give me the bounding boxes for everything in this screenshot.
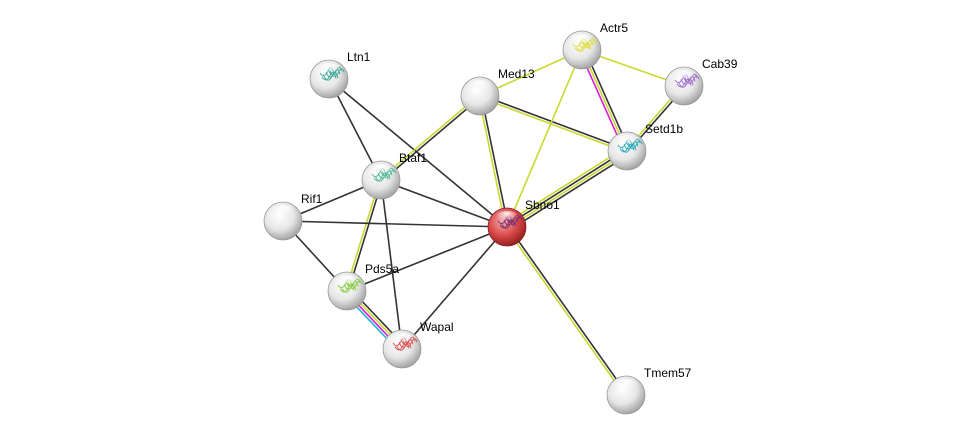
- node-sbno1[interactable]: Sbno1: [487, 198, 560, 247]
- edge-evidence-line: [508, 153, 630, 231]
- node-rif1[interactable]: Rif1: [263, 192, 323, 241]
- node-highlight: [672, 70, 696, 84]
- edge-btaf1-wapal[interactable]: [380, 179, 403, 350]
- edge-med13-setd1b[interactable]: [479, 94, 628, 153]
- node-highlight: [614, 379, 638, 393]
- edge-actr5-sbno1[interactable]: [506, 49, 583, 228]
- edge-evidence-line: [328, 78, 508, 228]
- node-highlight: [495, 211, 519, 225]
- edge-evidence-line: [505, 227, 626, 397]
- edge-evidence-line: [504, 147, 626, 225]
- node-highlight: [468, 80, 492, 94]
- node-label: Btaf1: [399, 151, 427, 165]
- edge-btaf1-sbno1[interactable]: [380, 179, 508, 228]
- edge-evidence-line: [380, 179, 403, 350]
- node-highlight: [390, 333, 414, 347]
- node-label: Wapal: [420, 320, 454, 334]
- node-wapal[interactable]: Wapal: [382, 320, 454, 369]
- edge-rif1-sbno1[interactable]: [282, 220, 508, 228]
- node-label: Setd1b: [645, 122, 683, 136]
- node-btaf1[interactable]: Btaf1: [361, 151, 427, 200]
- node-tmem57[interactable]: Tmem57: [606, 366, 692, 415]
- edge-evidence-line: [379, 94, 480, 180]
- edge-evidence-line: [505, 149, 627, 227]
- node-highlight: [615, 135, 639, 149]
- edge-evidence-line: [480, 94, 628, 151]
- edge-ltn1-sbno1[interactable]: [328, 78, 508, 228]
- node-actr5[interactable]: Actr5: [562, 21, 628, 70]
- node-label: Rif1: [301, 192, 323, 206]
- edge-evidence-line: [507, 151, 629, 229]
- node-label: Ltn1: [347, 50, 371, 64]
- node-label: Sbno1: [525, 198, 560, 212]
- node-setd1b[interactable]: Setd1b: [607, 122, 683, 171]
- edge-sbno1-tmem57[interactable]: [505, 225, 628, 397]
- edge-evidence-line: [479, 96, 627, 153]
- node-highlight: [369, 164, 393, 178]
- edge-evidence-line: [506, 49, 583, 228]
- edge-evidence-line: [346, 226, 508, 292]
- node-med13[interactable]: Med13: [460, 67, 535, 116]
- node-label: Cab39: [702, 57, 738, 71]
- node-highlight: [317, 63, 341, 77]
- edge-wapal-sbno1[interactable]: [401, 226, 508, 350]
- node-label: Actr5: [600, 21, 628, 35]
- edge-evidence-line: [507, 225, 628, 395]
- edge-med13-sbno1[interactable]: [477, 95, 510, 228]
- node-label: Med13: [498, 67, 535, 81]
- edge-evidence-line: [480, 95, 510, 227]
- node-highlight: [271, 205, 295, 219]
- edge-pds5a-sbno1[interactable]: [346, 226, 508, 292]
- node-label: Pds5a: [365, 262, 399, 276]
- edge-med13-btaf1[interactable]: [379, 94, 482, 182]
- edge-setd1b-sbno1[interactable]: [504, 147, 630, 231]
- edge-evidence-line: [380, 179, 508, 228]
- node-label: Tmem57: [644, 366, 692, 380]
- edge-evidence-line: [282, 220, 508, 228]
- node-pds5a[interactable]: Pds5a: [327, 262, 399, 311]
- edge-evidence-line: [401, 226, 508, 350]
- node-ltn1[interactable]: Ltn1: [309, 50, 371, 99]
- node-highlight: [570, 34, 594, 48]
- edge-evidence-line: [381, 96, 482, 182]
- node-highlight: [335, 275, 359, 289]
- node-cab39[interactable]: Cab39: [664, 57, 738, 106]
- edge-evidence-line: [477, 96, 507, 228]
